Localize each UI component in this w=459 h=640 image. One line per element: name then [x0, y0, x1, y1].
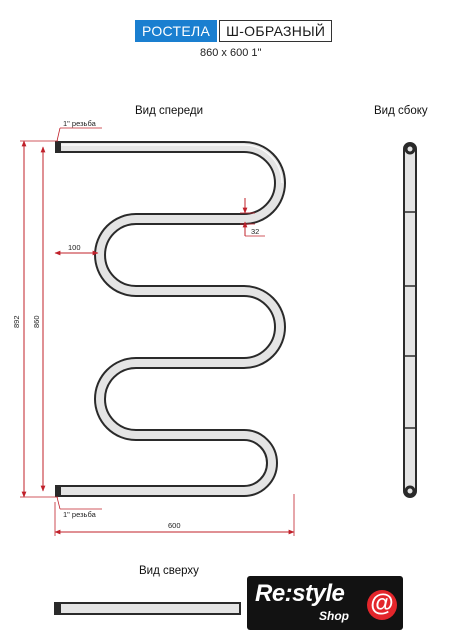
axis-height-label: 860	[32, 315, 41, 328]
front-view-title: Вид спереди	[135, 105, 204, 117]
logo-sub-text: Shop	[319, 609, 349, 623]
logo-main-text: Re:style	[255, 580, 345, 607]
thread-top-label: 1" резьба	[63, 119, 97, 128]
thread-bottom-label: 1" резьба	[63, 510, 97, 519]
bottom-thread-end	[55, 485, 61, 497]
header: РОСТЕЛА Ш-ОБРАЗНЫЙ	[135, 20, 333, 42]
offset-label: 100	[68, 243, 81, 252]
top-view-pipe	[54, 602, 241, 615]
dimension-lines	[20, 127, 295, 536]
at-icon: @	[367, 590, 397, 620]
top-view-title: Вид сверху	[139, 565, 199, 577]
front-view-pipe	[55, 141, 286, 497]
model-type-label: Ш-ОБРАЗНЫЙ	[219, 20, 333, 42]
brand-label: РОСТЕЛА	[135, 20, 218, 42]
top-thread-end	[55, 141, 61, 153]
side-view-pipe	[403, 142, 417, 498]
dimension-labels: 1" резьба 1" резьба 892 860 600 100 32	[12, 119, 259, 530]
pipe-gap-label: 32	[251, 227, 259, 236]
side-view-title: Вид сбоку	[374, 105, 428, 117]
width-label: 600	[168, 521, 181, 530]
size-label: 860 x 600 1"	[200, 47, 262, 59]
restyle-shop-logo: Re:style Shop @	[247, 576, 403, 630]
total-height-label: 892	[12, 315, 21, 328]
